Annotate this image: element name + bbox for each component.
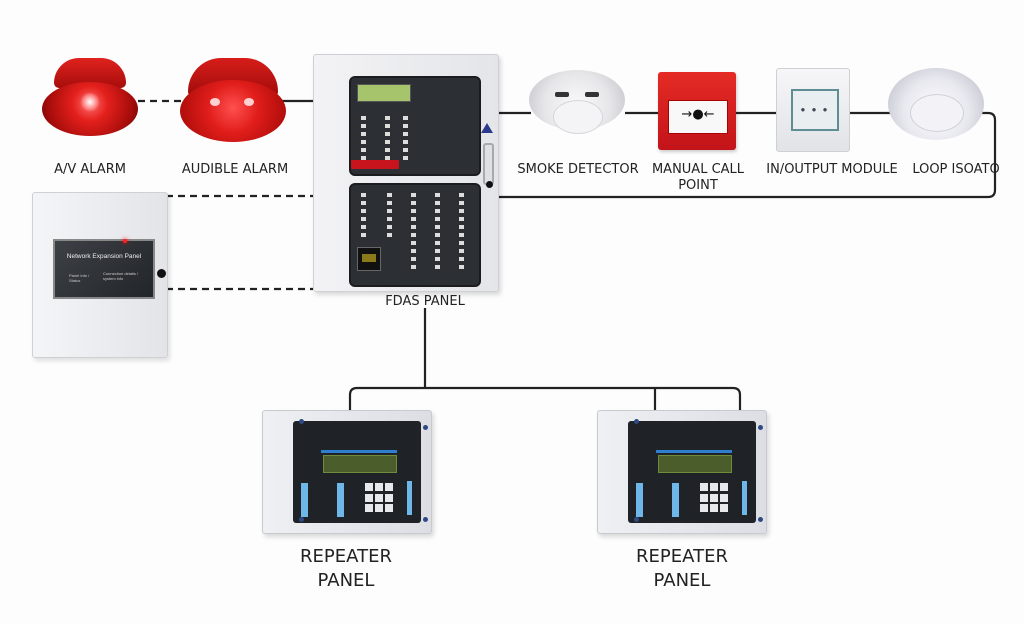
key-icon bbox=[486, 181, 493, 188]
io-module-label: IN/OUTPUT MODULE bbox=[766, 162, 898, 177]
io-indicator-dots: ● ● ● bbox=[800, 105, 830, 114]
fdas-panel-label: FDAS PANEL bbox=[385, 294, 465, 309]
repeater-1-label-line1: REPEATER bbox=[300, 546, 392, 567]
keypad bbox=[700, 483, 730, 513]
io-module: ● ● ● bbox=[776, 68, 850, 152]
wire-repeater-bus bbox=[348, 386, 742, 414]
mcp-label-line2: POINT bbox=[678, 178, 718, 193]
repeater-panel-2 bbox=[597, 410, 767, 534]
mcp-label-line1: MANUAL CALL bbox=[651, 162, 745, 177]
status-led bbox=[123, 239, 127, 243]
fdas-brand-badge bbox=[351, 160, 399, 169]
push-arrows-icon: →●← bbox=[681, 107, 715, 122]
smoke-detector-label: SMOKE DETECTOR bbox=[517, 162, 639, 177]
nep-screen-title: Network Expansion Panel bbox=[66, 253, 142, 260]
repeater-1-label-line2: PANEL bbox=[317, 570, 375, 591]
manual-call-point: →●← bbox=[658, 72, 736, 150]
repeater-2-label-line2: PANEL bbox=[653, 570, 711, 591]
nep-display-window: Network Expansion Panel Panel Info / Sta… bbox=[53, 239, 155, 299]
repeater-panel-1 bbox=[262, 410, 432, 534]
smoke-detector bbox=[529, 70, 625, 142]
repeater-lcd bbox=[323, 455, 397, 473]
printer-icon bbox=[357, 247, 381, 271]
audible-alarm bbox=[180, 58, 286, 142]
fdas-zone-face bbox=[349, 183, 481, 287]
av-alarm bbox=[42, 58, 138, 138]
repeater-2-label-line1: REPEATER bbox=[636, 546, 728, 567]
fdas-control-face bbox=[349, 76, 481, 176]
repeater-lcd bbox=[658, 455, 732, 473]
audible-alarm-label: AUDIBLE ALARM bbox=[181, 162, 289, 177]
nep-screen-text-left: Panel Info / Status bbox=[69, 273, 90, 283]
manual-call-point-label: MANUAL CALL POINT bbox=[650, 162, 746, 194]
loop-isolator-label: LOOP ISOATO bbox=[912, 162, 1000, 177]
keypad bbox=[365, 483, 395, 513]
nep-screen-text-right: Connection details / system info bbox=[103, 271, 139, 281]
loop-isolator bbox=[888, 68, 984, 144]
repeater-panel-1-label: REPEATER PANEL bbox=[266, 545, 426, 593]
door-handle bbox=[483, 143, 494, 185]
av-alarm-label: A/V ALARM bbox=[54, 162, 126, 177]
warning-icon bbox=[481, 123, 493, 133]
repeater-panel-2-label: REPEATER PANEL bbox=[602, 545, 762, 593]
wire-loop-return bbox=[497, 111, 997, 199]
network-expansion-panel: Network Expansion Panel Panel Info / Sta… bbox=[32, 192, 168, 358]
lock-icon bbox=[157, 269, 166, 278]
fdas-lcd-display bbox=[357, 84, 411, 102]
fdas-panel bbox=[313, 54, 499, 292]
